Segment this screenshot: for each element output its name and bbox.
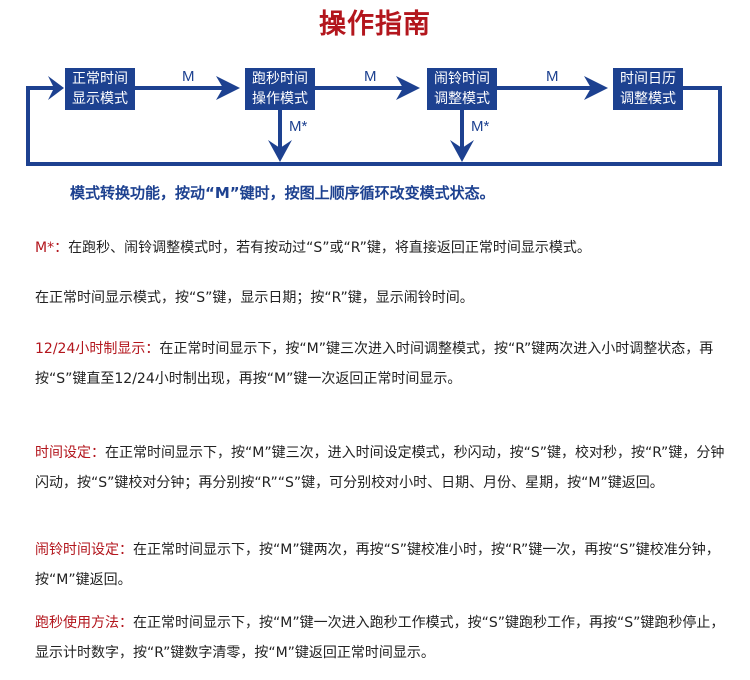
- paragraph-12-24: 12/24小时制显示：在正常时间显示下，按“M”键三次进入时间调整模式，按“R”…: [35, 334, 725, 394]
- page-title: 操作指南: [319, 9, 431, 40]
- paragraph-text: 在正常时间显示下，按“M”键三次，进入时间设定模式，秒闪动，按“S”键，校对秒，…: [35, 445, 725, 491]
- paragraph-heading: 闹铃时间设定：: [35, 542, 133, 558]
- paragraph-time-setting: 时间设定：在正常时间显示下，按“M”键三次，进入时间设定模式，秒闪动，按“S”键…: [35, 438, 725, 498]
- paragraph-text: 在正常时间显示下，按“M”键两次，再按“S”键校准小时，按“R”键一次，再按“S…: [35, 542, 720, 588]
- paragraph-text: 在正常时间显示下，按“M”键三次进入时间调整模式，按“R”键两次进入小时调整状态…: [35, 341, 714, 387]
- down-arrow-label: M*: [289, 118, 308, 135]
- mode-box-alarm: 闹铃时间调整模式: [427, 68, 497, 110]
- arrow-label: M: [364, 68, 377, 85]
- arrowhead-down-icon: [450, 140, 474, 162]
- box-label: 时间日历: [620, 71, 676, 87]
- box-label: 正常时间: [72, 71, 128, 87]
- arrowhead-icon: [396, 76, 420, 100]
- paragraph-heading: 时间设定：: [35, 445, 105, 461]
- arrowhead-icon: [216, 76, 240, 100]
- mode-box-stopwatch: 跑秒时间操作模式: [245, 68, 315, 110]
- paragraph-stopwatch: 跑秒使用方法：在正常时间显示下，按“M”键一次进入跑秒工作模式，按“S”键跑秒工…: [35, 608, 725, 668]
- diagram-caption: 模式转换功能，按动“M”键时，按图上顺序循环改变模式状态。: [70, 184, 495, 202]
- box-label: 调整模式: [620, 91, 676, 107]
- box-label: 跑秒时间: [252, 71, 308, 87]
- mode-box-normal-time: 正常时间显示模式: [65, 68, 135, 110]
- loop-line: [26, 86, 722, 166]
- box-label: 显示模式: [72, 91, 128, 107]
- box-label: 操作模式: [252, 91, 308, 107]
- box-label: 调整模式: [434, 91, 490, 107]
- paragraph-alarm-setting: 闹铃时间设定：在正常时间显示下，按“M”键两次，再按“S”键校准小时，按“R”键…: [35, 535, 725, 595]
- paragraph-text: 在跑秒、闹铃调整模式时，若有按动过“S”或“R”键，将直接返回正常时间显示模式。: [68, 240, 591, 256]
- mode-box-calendar: 时间日历调整模式: [613, 68, 683, 110]
- paragraph-text: 在正常时间显示下，按“M”键一次进入跑秒工作模式，按“S”键跑秒工作，再按“S”…: [35, 615, 725, 661]
- mode-flow-diagram: [26, 76, 722, 166]
- arrow-label: M: [546, 68, 559, 85]
- paragraph-m-star: M*：在跑秒、闹铃调整模式时，若有按动过“S”或“R”键，将直接返回正常时间显示…: [35, 233, 725, 263]
- arrowhead-icon: [48, 76, 64, 100]
- down-arrow-label: M*: [471, 118, 490, 135]
- arrowhead-icon: [584, 76, 608, 100]
- paragraph-heading: M*：: [35, 240, 69, 256]
- paragraph-heading: 12/24小时制显示：: [35, 341, 160, 357]
- paragraph-display: 在正常时间显示模式，按“S”键，显示日期；按“R”键，显示闹铃时间。: [35, 283, 725, 313]
- paragraph-heading: 跑秒使用方法：: [35, 615, 133, 631]
- arrow-label: M: [182, 68, 195, 85]
- box-label: 闹铃时间: [434, 71, 490, 87]
- arrowhead-down-icon: [268, 140, 292, 162]
- paragraph-text: 在正常时间显示模式，按“S”键，显示日期；按“R”键，显示闹铃时间。: [35, 290, 474, 306]
